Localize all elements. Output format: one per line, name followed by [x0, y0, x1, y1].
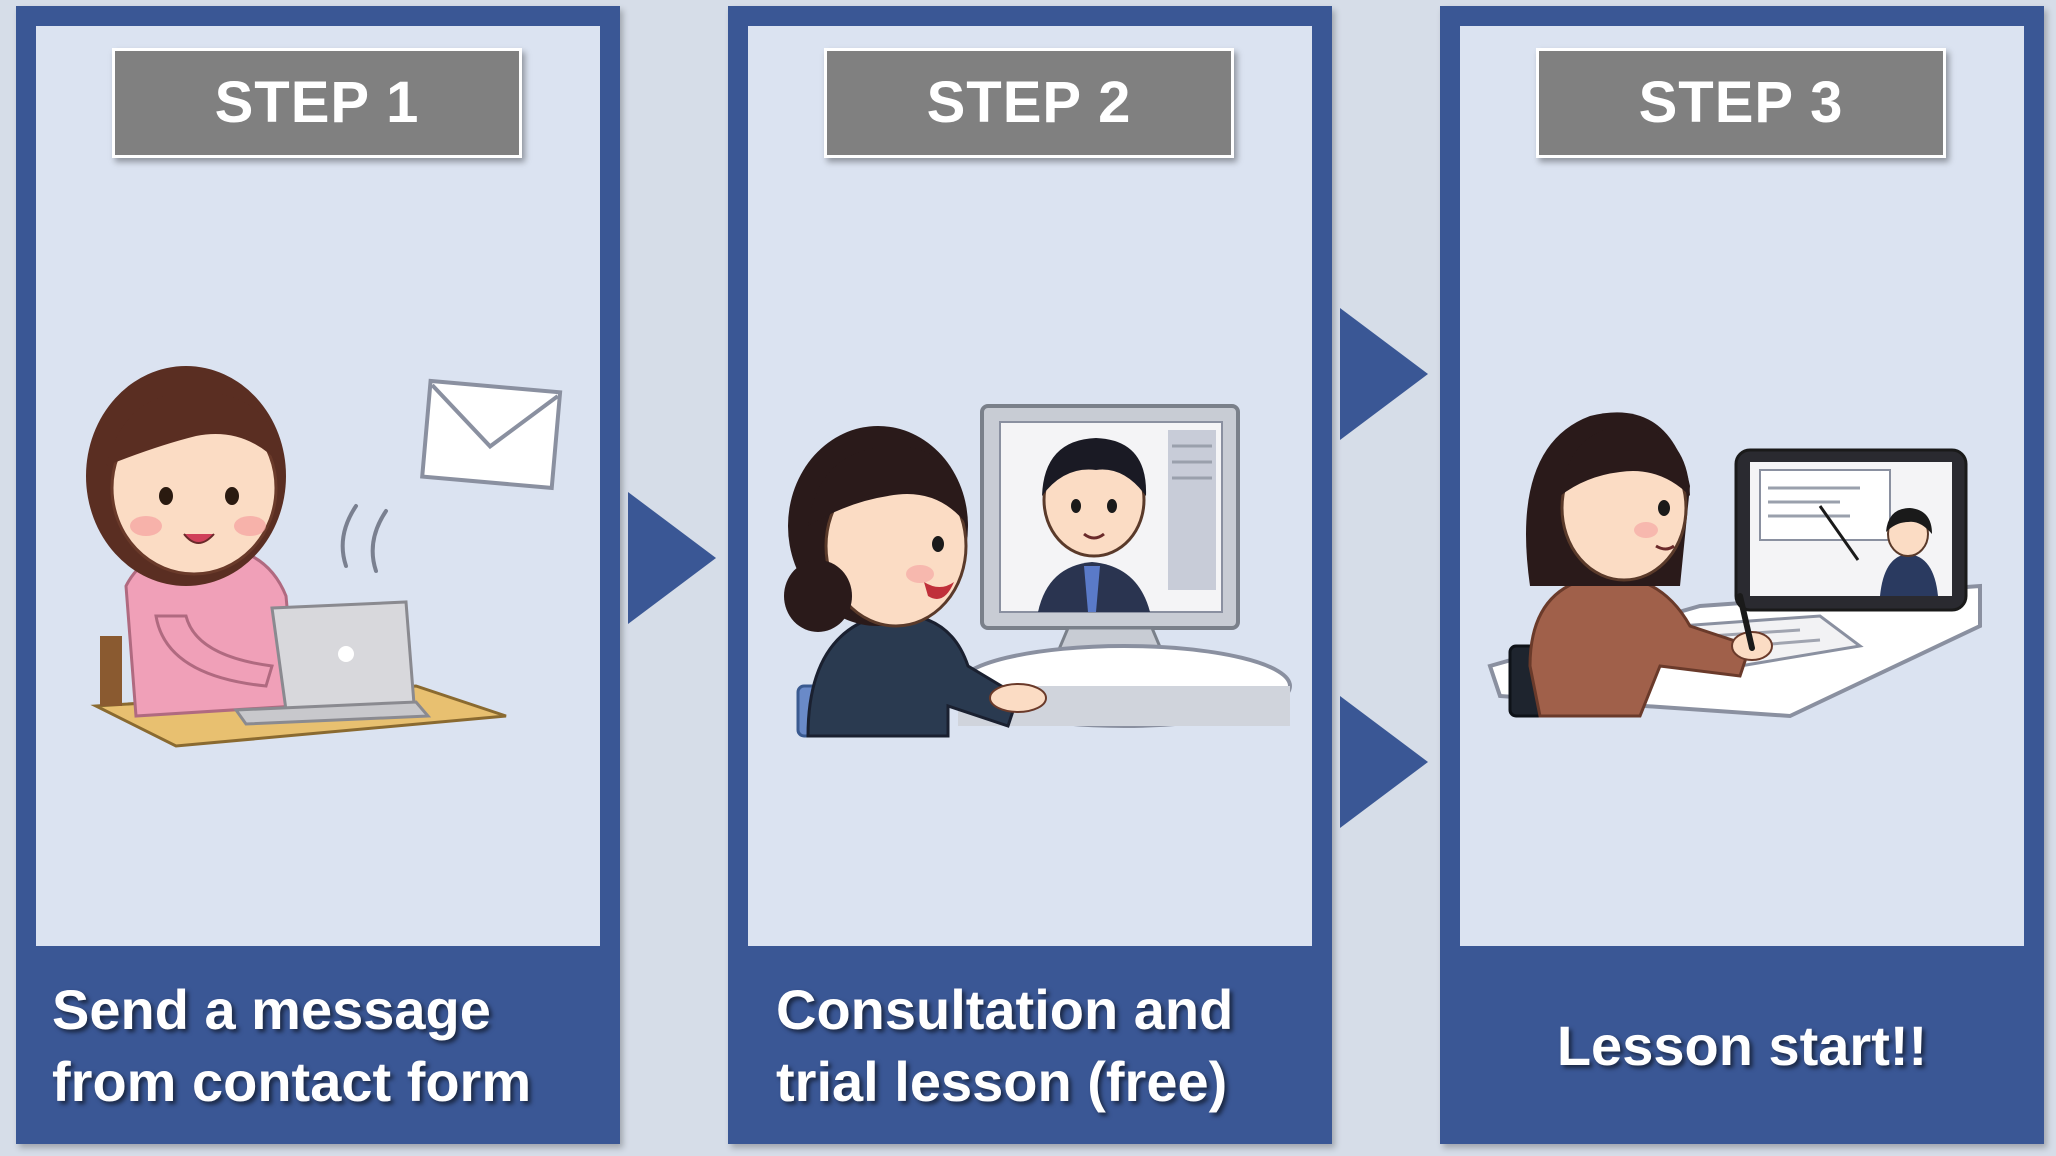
woman-studying-with-tablet-teacher-icon	[1487, 412, 1982, 719]
step-panel-3-content: STEP 3	[1460, 26, 2024, 946]
triangle-right-icon	[1340, 308, 1428, 440]
step-panel-2-content: STEP 2	[748, 26, 1312, 946]
step-2-caption-line-1: Consultation and	[776, 978, 1234, 1041]
woman-with-laptop-sending-envelope-icon	[86, 366, 563, 748]
step-1-caption-line-2: from contact form	[52, 1050, 532, 1113]
step-2-caption: Consultation and trial lesson (free)	[728, 964, 1332, 1128]
triangle-right-icon	[628, 492, 716, 624]
step-3-badge: STEP 3	[1536, 48, 1946, 158]
step-panel-1: STEP 1	[16, 6, 620, 1144]
step-panel-1-content: STEP 1	[36, 26, 600, 946]
step-panel-2: STEP 2	[728, 6, 1332, 1144]
step-1-badge: STEP 1	[112, 48, 522, 158]
step-3-caption: Lesson start!!	[1440, 964, 2044, 1128]
step-3-caption-line-1: Lesson start!!	[1556, 1014, 1928, 1077]
step-1-caption-line-1: Send a message	[52, 978, 491, 1041]
step-2-badge: STEP 2	[824, 48, 1234, 158]
triangle-right-icon	[1340, 696, 1428, 828]
step-2-caption-line-2: trial lesson (free)	[776, 1050, 1228, 1113]
woman-video-call-with-man-icon	[784, 404, 1292, 738]
step-panel-3: STEP 3	[1440, 6, 2044, 1144]
step-1-caption: Send a message from contact form	[16, 964, 620, 1128]
